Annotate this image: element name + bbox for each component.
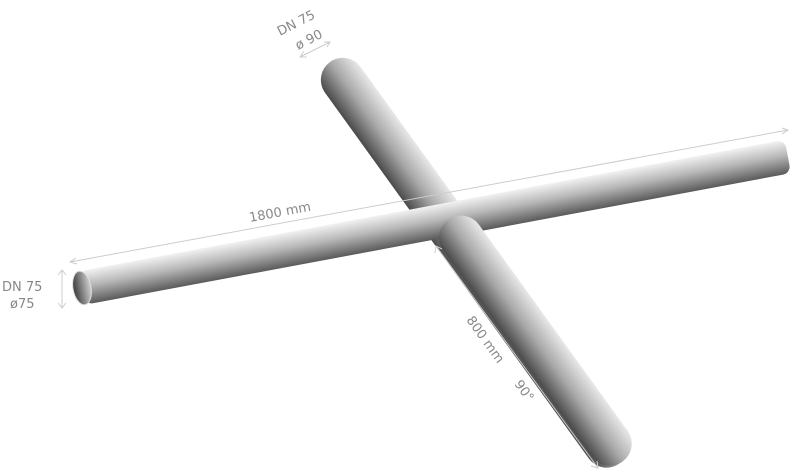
main-diameter-label: ø75 <box>10 297 35 312</box>
main-dn-label: DN 75 <box>2 280 42 295</box>
dimension-lines <box>57 41 790 469</box>
branch-angle-label: 90° <box>511 378 537 405</box>
main-length-label: 1800 mm <box>248 200 312 226</box>
pipe-opening <box>72 270 92 306</box>
branch-pipe-front <box>439 215 632 466</box>
main-pipe <box>72 141 790 306</box>
